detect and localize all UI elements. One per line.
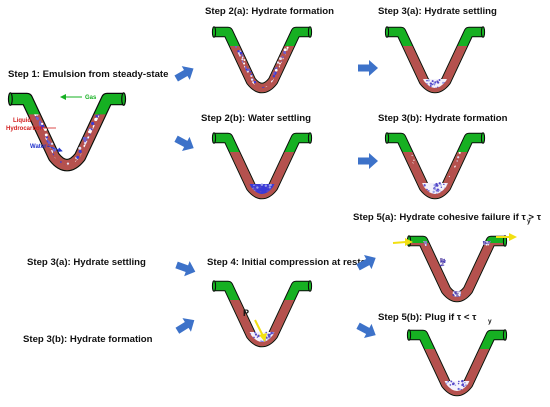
pipe-step-5a	[406, 235, 508, 303]
svg-text:Step 5(a): Hydrate cohesive fa: Step 5(a): Hydrate cohesive failure if τ…	[353, 212, 542, 223]
step-2a-label: Step 2(a): Hydrate formation	[205, 6, 334, 17]
arrow-2a-to-3a	[358, 60, 378, 76]
pressure-label: P	[243, 308, 249, 318]
shear-arrows	[392, 233, 517, 246]
step-3a-top-label: Step 3(a): Hydrate settling	[378, 6, 497, 17]
step-1-label: Step 1: Emulsion from steady-state	[8, 69, 168, 80]
pressure-indicator: P	[243, 308, 267, 342]
arrow-1-to-2a	[174, 66, 194, 82]
step-1-annotations: Gas Liquid Hydrocarbon Water	[6, 94, 97, 153]
svg-text:Step 5(b): Plug if τ < τ: Step 5(b): Plug if τ < τ	[378, 312, 477, 323]
arrow-3b-to-4	[175, 318, 195, 334]
svg-text:y: y	[488, 318, 492, 325]
step-3b-top-label: Step 3(b): Hydrate formation	[378, 113, 508, 124]
pipe-step-4	[211, 280, 313, 348]
pipe-step-5b	[406, 329, 508, 397]
liquid-label-line2: Hydrocarbon	[6, 126, 44, 132]
pipe-step-1	[7, 92, 127, 172]
step-5b-label: Step 5(b): Plug if τ < τ y	[378, 312, 492, 325]
arrow-4-to-5b	[356, 322, 376, 339]
step-2b-label: Step 2(b): Water settling	[201, 113, 311, 124]
arrow-1-to-2b	[174, 135, 194, 152]
pipe-step-2a	[211, 26, 313, 94]
step-3b-left-label: Step 3(b): Hydrate formation	[23, 334, 153, 345]
svg-text:y: y	[527, 218, 531, 225]
water-label: Water	[30, 144, 47, 150]
pipe-step-3b	[384, 132, 486, 200]
pipe-step-3a	[384, 26, 486, 94]
step-5a-label: Step 5(a): Hydrate cohesive failure if τ…	[353, 212, 542, 225]
arrow-4-to-5a	[356, 254, 376, 271]
step-4-label: Step 4: Initial compression at restart	[207, 257, 374, 268]
pipe-step-2b	[211, 132, 313, 200]
step-3a-left-label: Step 3(a): Hydrate settling	[27, 257, 146, 268]
gas-label: Gas	[85, 95, 97, 101]
liquid-label-line1: Liquid	[13, 118, 31, 124]
arrow-3a-to-4	[175, 261, 196, 277]
arrow-2b-to-3b	[358, 153, 378, 169]
